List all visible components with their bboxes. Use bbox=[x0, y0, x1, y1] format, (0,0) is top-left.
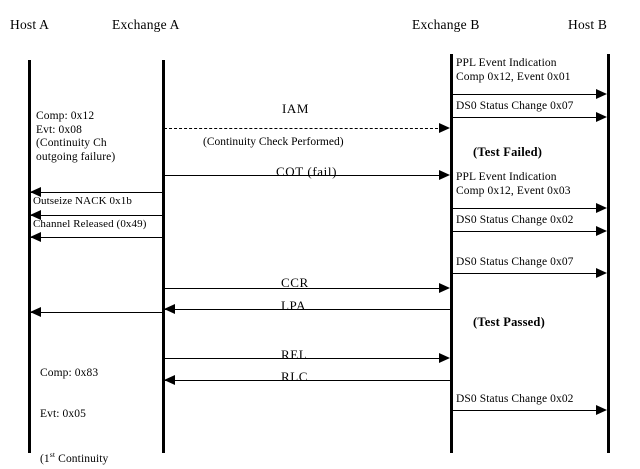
verdict-test-passed: (Test Passed) bbox=[473, 315, 545, 329]
lifeline-label-host-a: Host A bbox=[10, 17, 50, 32]
sub-note-continuity-check-performed: (Continuity Check Performed) bbox=[200, 136, 347, 148]
note-continuity-success-line3: (1st Continuity bbox=[40, 448, 108, 466]
message-line-ppl-event-1 bbox=[452, 94, 600, 95]
arrowhead-right-rel bbox=[439, 353, 450, 363]
arrowhead-left-lpa bbox=[164, 304, 175, 314]
arrowhead-right-iam bbox=[439, 123, 450, 133]
message-label-iam: IAM bbox=[278, 101, 314, 117]
arrowhead-right-ppl-event-2 bbox=[596, 203, 607, 213]
note-continuity-success-line2: Evt: 0x05 bbox=[40, 407, 86, 420]
arrowhead-right-cot bbox=[439, 170, 450, 180]
lifeline-host-b bbox=[607, 54, 610, 453]
message-line-ccr bbox=[164, 288, 443, 289]
message-line-cot bbox=[164, 175, 443, 176]
message-label-ds0-status-4: DS0 Status Change 0x02 bbox=[456, 393, 574, 405]
arrowhead-right-ccr bbox=[439, 283, 450, 293]
message-line-lpa bbox=[165, 309, 450, 310]
lifeline-exchange-b bbox=[450, 54, 453, 453]
message-label-ds0-status-3: DS0 Status Change 0x07 bbox=[456, 256, 574, 268]
note-continuity-success-line1: Comp: 0x83 bbox=[40, 367, 99, 379]
arrowhead-left-note-success-arrow bbox=[30, 307, 41, 317]
message-label-outseize-nack: Outseize NACK 0x1b bbox=[33, 195, 132, 207]
message-line-nack-top bbox=[30, 192, 162, 193]
arrowhead-right-ppl-event-1 bbox=[596, 89, 607, 99]
arrowhead-left-outseize-nack bbox=[30, 210, 41, 220]
message-line-note-success-arrow bbox=[30, 312, 162, 313]
note-line3-superscript: st bbox=[49, 450, 56, 459]
message-line-ppl-event-2 bbox=[452, 208, 600, 209]
note-continuity-failure-text: Comp: 0x12 Evt: 0x08 (Continuity Ch outg… bbox=[36, 110, 116, 163]
note-continuity-success: Comp: 0x83 Evt: 0x05 (1st Continuity rec… bbox=[40, 340, 108, 469]
arrowhead-right-ds0-status-1 bbox=[596, 112, 607, 122]
arrowhead-right-ds0-status-4 bbox=[596, 405, 607, 415]
arrowhead-left-nack-top bbox=[30, 187, 41, 197]
note-line3-pre: (1 bbox=[40, 452, 50, 465]
arrowhead-left-channel-released bbox=[30, 232, 41, 242]
message-line-rel bbox=[164, 358, 443, 359]
message-label-channel-released: Channel Released (0x49) bbox=[33, 218, 147, 230]
message-label-rlc: RLC bbox=[277, 369, 313, 385]
lifeline-label-host-b: Host B bbox=[568, 17, 608, 32]
note-line3-post: Continuity bbox=[55, 452, 109, 465]
message-label-ccr: CCR bbox=[277, 275, 313, 291]
message-label-ds0-status-2: DS0 Status Change 0x02 bbox=[456, 214, 574, 226]
message-line-ds0-status-1 bbox=[452, 117, 600, 118]
message-line-channel-released bbox=[30, 237, 162, 238]
message-label-lpa: LPA bbox=[277, 298, 311, 314]
verdict-test-failed: (Test Failed) bbox=[473, 145, 543, 159]
message-line-rlc bbox=[165, 380, 450, 381]
message-line-iam bbox=[164, 128, 443, 129]
message-line-ds0-status-2 bbox=[452, 231, 600, 232]
message-line-ds0-status-3 bbox=[452, 273, 600, 274]
message-label-rel: REL bbox=[277, 347, 312, 363]
lifeline-exchange-a bbox=[162, 60, 165, 453]
arrowhead-right-ds0-status-3 bbox=[596, 268, 607, 278]
lifeline-host-a bbox=[28, 60, 31, 453]
message-label-ppl-event-1: PPL Event Indication Comp 0x12, Event 0x… bbox=[456, 57, 571, 83]
message-label-ppl-event-2: PPL Event Indication Comp 0x12, Event 0x… bbox=[456, 171, 571, 197]
arrowhead-right-ds0-status-2 bbox=[596, 226, 607, 236]
message-label-cot: COT (fail) bbox=[272, 164, 341, 180]
message-line-outseize-nack bbox=[30, 215, 162, 216]
message-line-ds0-status-4 bbox=[452, 410, 600, 411]
arrowhead-left-rlc bbox=[164, 375, 175, 385]
lifeline-label-exchange-a: Exchange A bbox=[112, 17, 180, 32]
lifeline-label-exchange-b: Exchange B bbox=[412, 17, 480, 32]
message-label-ds0-status-1: DS0 Status Change 0x07 bbox=[456, 100, 574, 112]
note-continuity-failure: Comp: 0x12 Evt: 0x08 (Continuity Ch outg… bbox=[36, 110, 115, 164]
